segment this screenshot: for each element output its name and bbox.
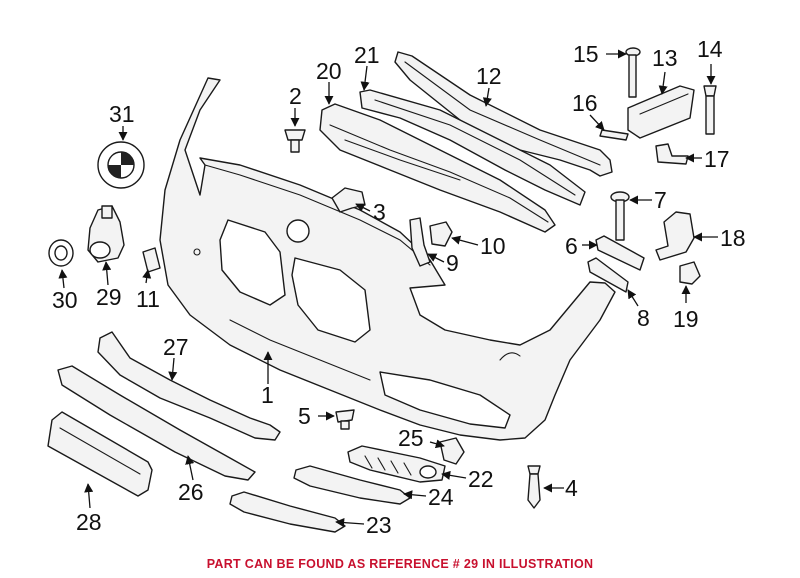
callout-23: 23	[366, 512, 392, 538]
part-7-bolt	[610, 191, 630, 241]
callout-18: 18	[720, 225, 746, 251]
part-13-bracket-housing	[627, 85, 695, 139]
callout-28: 28	[76, 509, 102, 535]
part-29-pdc-sensor	[87, 205, 125, 263]
part-8-mounting-bracket	[587, 257, 629, 293]
footer-reference-note: PART CAN BE FOUND AS REFERENCE # 29 IN I…	[206, 557, 594, 571]
callout-14: 14	[697, 36, 723, 62]
part-24-trim-ring	[293, 465, 411, 505]
callout-6: 6	[565, 233, 578, 259]
callout-17: 17	[704, 146, 730, 172]
callout-7: 7	[654, 187, 667, 213]
part-2-screw	[284, 129, 306, 153]
callout-26: 26	[178, 479, 204, 505]
part-20-bumper-carrier	[319, 103, 556, 233]
callout-31: 31	[109, 101, 135, 127]
part-18-holder	[655, 211, 695, 261]
callout-29: 29	[96, 284, 122, 310]
callout-2: 2	[289, 83, 302, 109]
part-23-trim-lower	[229, 491, 346, 533]
part-9-holder	[409, 217, 431, 267]
part-10-clip	[429, 221, 453, 247]
part-31-emblem	[97, 141, 145, 189]
callout-10: 10	[480, 233, 506, 259]
callout-13: 13	[652, 45, 678, 71]
callout-19: 19	[673, 306, 699, 332]
part-21-impact-absorber	[359, 89, 586, 206]
part-30-sensor-ring	[48, 239, 74, 267]
part-17-bracket	[655, 143, 689, 165]
callout-21: 21	[354, 42, 380, 68]
part-15-screw	[625, 47, 641, 98]
part-11-pad	[142, 247, 161, 273]
part-28-license-plate-base	[47, 411, 153, 497]
part-4-rivet	[527, 465, 541, 509]
part-22-grille-insert	[347, 445, 446, 483]
part-12-reinforcement-bar	[394, 51, 613, 177]
part-25-cap	[439, 437, 465, 465]
callout-24: 24	[428, 484, 454, 510]
callout-8: 8	[637, 305, 650, 331]
part-1-bumper-cover	[159, 77, 616, 441]
callout-3: 3	[373, 199, 386, 225]
callout-20: 20	[316, 58, 342, 84]
callout-11: 11	[136, 286, 160, 312]
callout-25: 25	[398, 425, 424, 451]
part-26-spoiler-lip	[57, 365, 256, 481]
callout-12: 12	[476, 63, 502, 89]
callout-30: 30	[52, 287, 78, 313]
part-19-cap	[679, 261, 701, 285]
leader-lines	[58, 49, 718, 528]
part-5-clip	[335, 409, 355, 430]
callout-16: 16	[572, 90, 598, 116]
callout-15: 15	[573, 41, 599, 67]
callout-9: 9	[446, 250, 459, 276]
callout-22: 22	[468, 466, 494, 492]
callout-1: 1	[261, 382, 274, 408]
part-16-nut-plate	[599, 129, 629, 141]
part-27-lower-trim-strip	[97, 331, 281, 441]
callout-4: 4	[565, 475, 578, 501]
part-14-bolt	[703, 85, 717, 135]
callout-27: 27	[163, 334, 189, 360]
callout-5: 5	[298, 403, 311, 429]
callout-labels: 1 2 3 4 5 6 7 8 9 10 11 12 13 14 15 16 1…	[52, 36, 746, 538]
